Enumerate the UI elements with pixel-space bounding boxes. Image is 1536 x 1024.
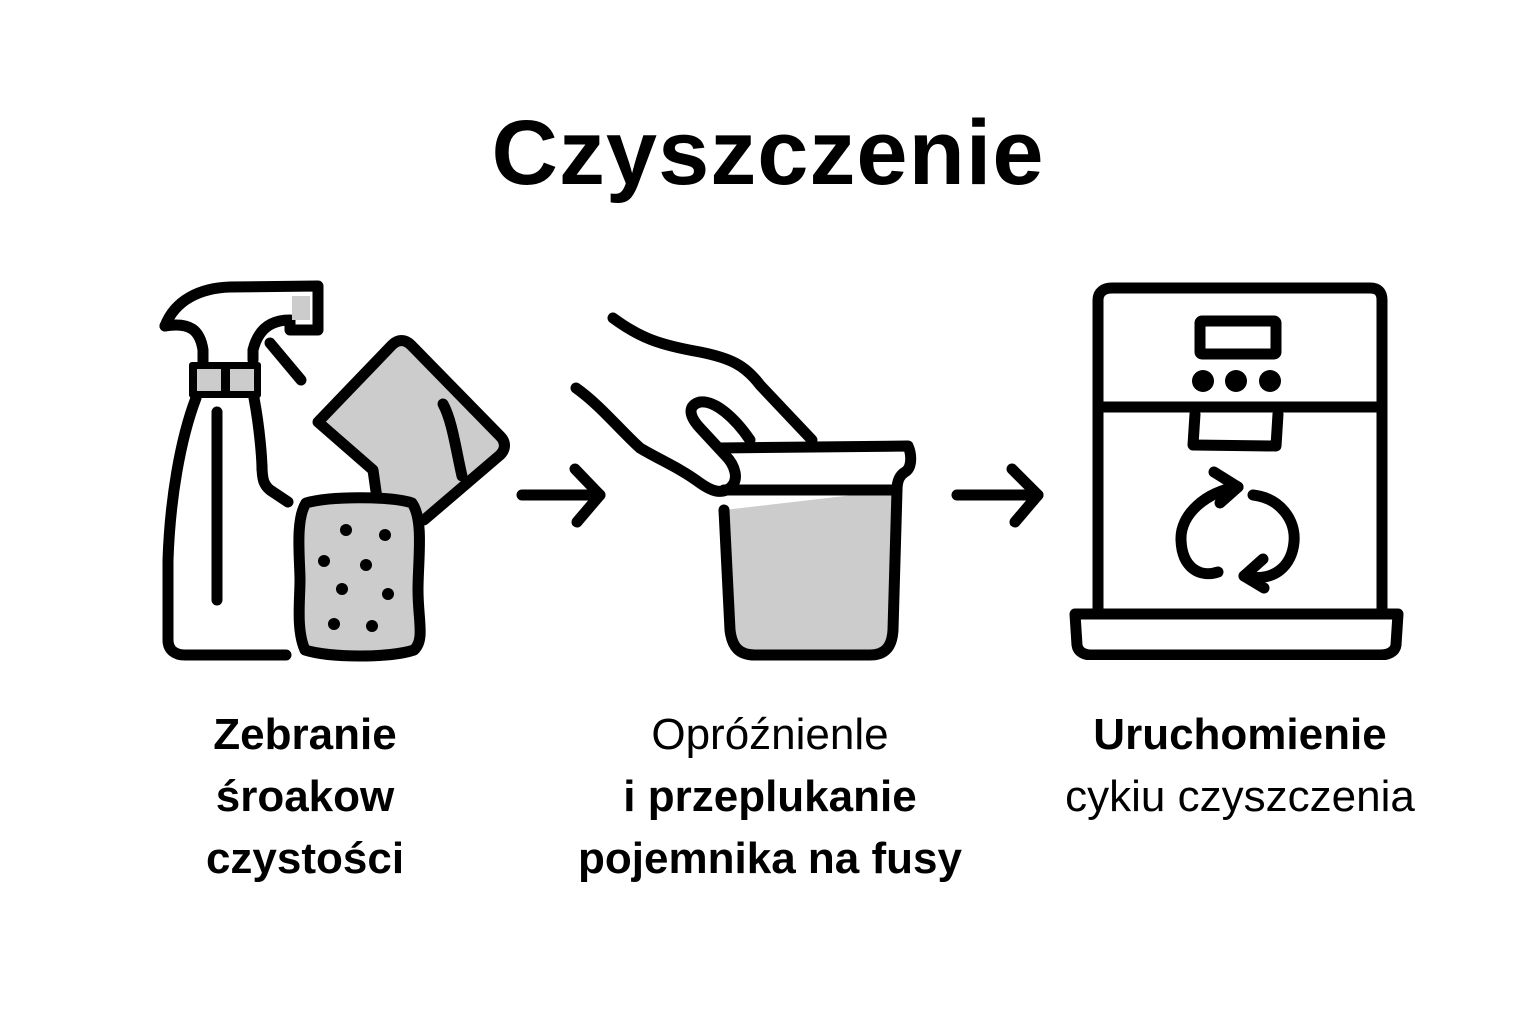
step-2-label-line-1: Opróźnienle — [651, 710, 889, 759]
step-1-label-line-1: Zebranie — [213, 710, 397, 759]
page-title: Czyszczenie — [491, 102, 1045, 204]
step-3-label: Uruchomienie cykiu czyszczenia — [1010, 704, 1470, 828]
hand-grounds-container-icon — [570, 312, 917, 661]
step-2-label: Opróźnienle i przeplukanie pojemnika na … — [545, 704, 995, 890]
step-3-label-line-2: cykiu czyszczenia — [1065, 772, 1415, 821]
arrow-right-icon — [516, 463, 606, 528]
arrow-right-icon — [951, 463, 1044, 528]
spray-bottle-sponge-cloth-icon — [159, 280, 510, 662]
step-2-label-line-3: pojemnika na fusy — [578, 834, 962, 883]
coffee-machine-cleaning-cycle-icon — [1069, 282, 1404, 660]
step-1-label-line-2: śroakow — [215, 772, 395, 821]
step-2-label-line-2: i przeplukanie — [623, 772, 917, 821]
step-3-label-line-1: Uruchomienie — [1093, 710, 1387, 759]
step-1-label: Zebranie śroakow czystości — [145, 704, 465, 890]
step-1-label-line-3: czystości — [205, 834, 405, 883]
